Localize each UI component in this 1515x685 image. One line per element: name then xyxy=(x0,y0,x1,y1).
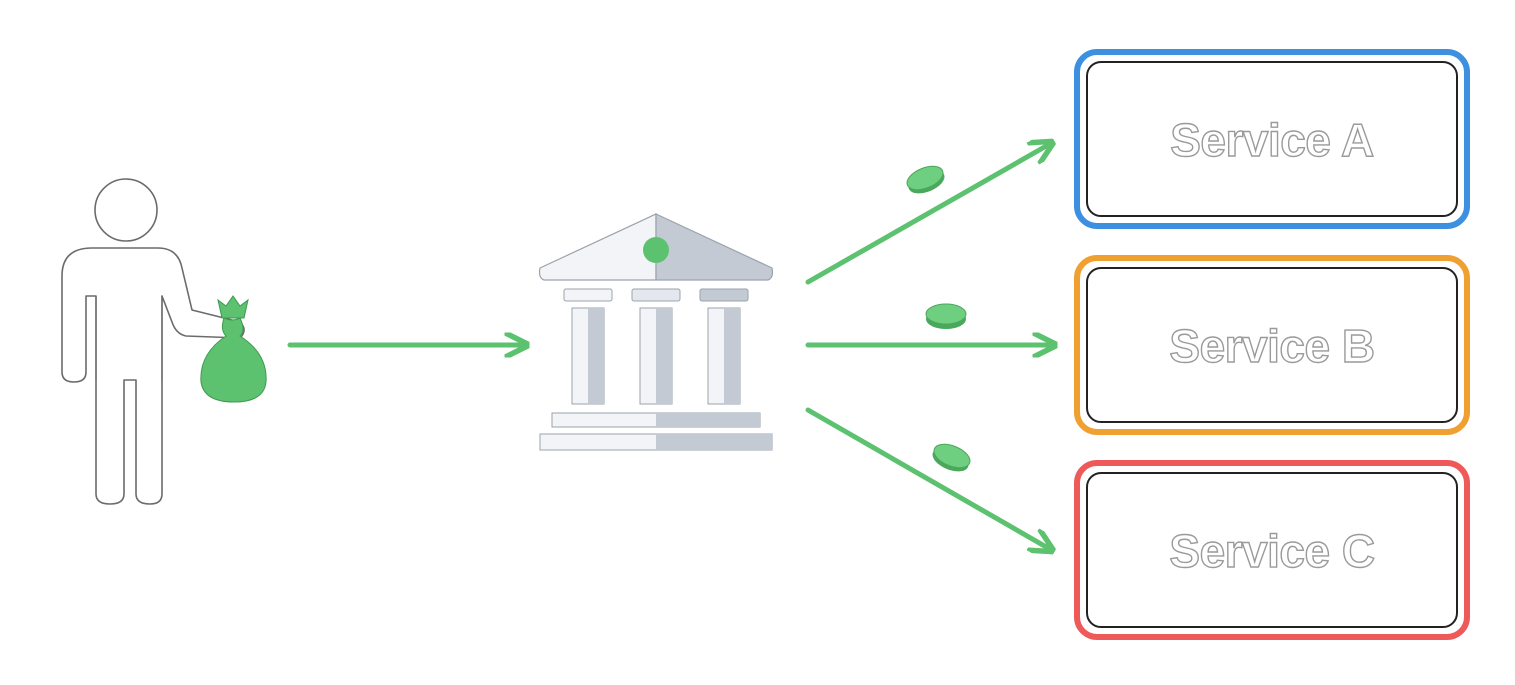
bank-icon xyxy=(538,213,774,451)
person-icon xyxy=(61,178,245,505)
coin-icon xyxy=(925,303,967,329)
service-box-c: Service C xyxy=(1074,460,1470,640)
service-box-b: Service B xyxy=(1074,255,1470,435)
service-label-b: Service B xyxy=(1169,320,1374,372)
service-label-a: Service A xyxy=(1170,114,1374,166)
service-box-a: Service A xyxy=(1074,49,1470,229)
money-bag-icon xyxy=(200,295,267,403)
coin-icon xyxy=(906,165,945,194)
coin-icon xyxy=(932,443,971,472)
flow-arrow-bank-to-service-c xyxy=(805,407,1048,548)
service-label-c: Service C xyxy=(1169,525,1374,577)
flow-arrow-bank-to-service-a xyxy=(805,145,1048,285)
bank-coin-icon xyxy=(643,237,669,263)
